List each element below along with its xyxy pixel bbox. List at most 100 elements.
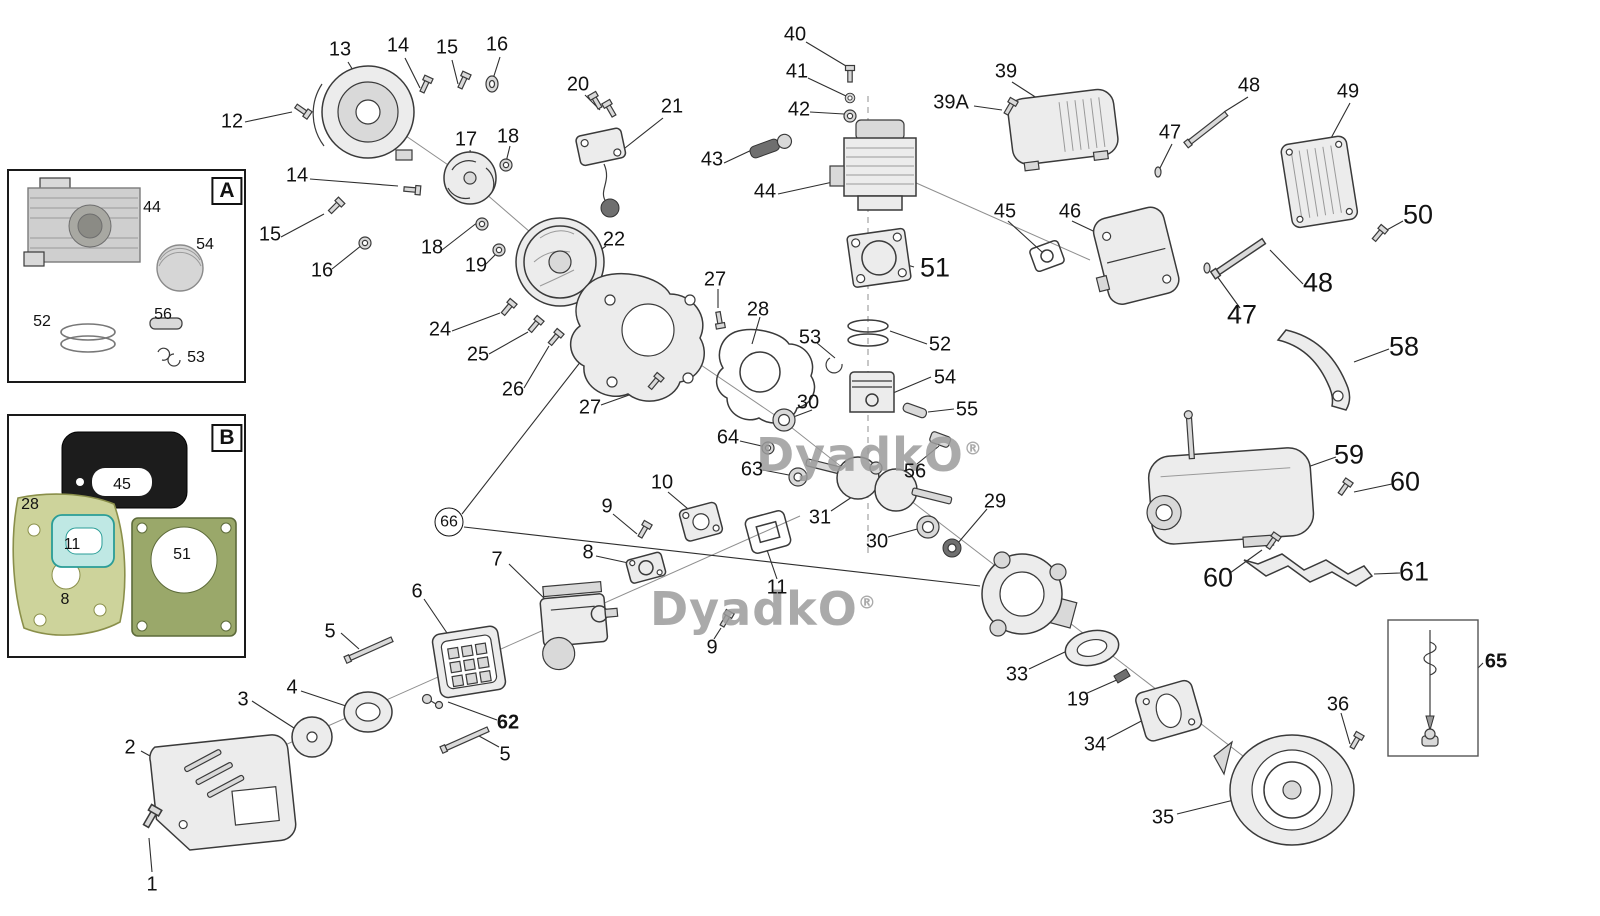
part-label-51: 51 <box>173 546 191 563</box>
part-label-64: 64 <box>716 426 740 449</box>
part-label-53: 53 <box>798 326 822 349</box>
part-label-35: 35 <box>1151 806 1175 829</box>
part-label-54: 54 <box>196 236 214 253</box>
part-label-36: 36 <box>1326 693 1350 716</box>
part-label-14: 14 <box>386 34 410 57</box>
part-label-54: 54 <box>933 366 957 389</box>
part-label-39: 39 <box>994 60 1018 83</box>
part-label-52: 52 <box>33 313 51 330</box>
clutch-housing-right <box>981 551 1078 637</box>
part-label-26: 26 <box>501 378 525 401</box>
bolt-12 <box>292 101 313 120</box>
part-label-8: 8 <box>60 591 70 608</box>
part-label-b: B <box>211 424 243 452</box>
washer-18-a <box>499 158 513 172</box>
part-label-50: 50 <box>1402 199 1434 230</box>
inset-box-b <box>7 414 246 658</box>
part-label-51: 51 <box>919 252 951 283</box>
part-label-58: 58 <box>1388 331 1420 362</box>
part-label-41: 41 <box>785 60 809 83</box>
part-label-16: 16 <box>485 33 509 56</box>
part-label-27: 27 <box>578 396 602 419</box>
part-label-a: A <box>211 177 243 205</box>
plate-disc-3 <box>291 716 333 758</box>
part-label-28: 28 <box>746 298 770 321</box>
head-gasket-51 <box>846 227 912 288</box>
part-label-52: 52 <box>928 333 952 356</box>
inset-box-a <box>7 169 246 383</box>
part-label-55: 55 <box>955 398 979 421</box>
part-label-18: 18 <box>496 125 520 148</box>
bearing-30-right <box>916 515 940 539</box>
part-label-28: 28 <box>21 496 39 513</box>
part-label-9: 9 <box>706 636 718 659</box>
part-label-56: 56 <box>154 306 172 323</box>
part-label-33: 33 <box>1005 663 1029 686</box>
part-label-1: 1 <box>146 873 158 896</box>
part-label-17: 17 <box>454 128 478 151</box>
part-label-20: 20 <box>566 73 590 96</box>
part-label-53: 53 <box>187 349 205 366</box>
bolt-27-a <box>712 310 726 330</box>
part-label-30: 30 <box>865 530 889 553</box>
part-label-44: 44 <box>143 199 161 216</box>
part-label-44: 44 <box>753 180 777 203</box>
part-label-2: 2 <box>124 736 136 759</box>
part-label-60: 60 <box>1389 466 1421 497</box>
needle-valve-65 <box>1387 619 1479 757</box>
screws-14-15-16-second <box>326 183 422 250</box>
part-label-15: 15 <box>435 36 459 59</box>
part-label-56: 56 <box>903 460 927 483</box>
seal-29 <box>942 538 962 558</box>
part-label-11: 11 <box>63 536 81 553</box>
part-label-4: 4 <box>286 676 298 699</box>
key-19 <box>1113 668 1131 684</box>
part-label-47: 47 <box>1158 121 1182 144</box>
part-label-12: 12 <box>220 110 244 133</box>
piston-54 <box>849 371 895 413</box>
part-label-62: 62 <box>496 711 520 734</box>
part-label-45: 45 <box>993 200 1017 223</box>
part-label-27: 27 <box>703 268 727 291</box>
part-label-3: 3 <box>237 688 249 711</box>
part-label-8: 8 <box>582 541 594 564</box>
part-label-61: 61 <box>1398 556 1430 587</box>
gasket-plate-33 <box>1064 629 1120 667</box>
screw-1 <box>140 803 163 830</box>
part-label-13: 13 <box>328 38 352 61</box>
part-label-48: 48 <box>1237 74 1261 97</box>
part-label-5: 5 <box>499 743 511 766</box>
piston-rings-52 <box>847 319 889 347</box>
part-label-6: 6 <box>411 580 423 603</box>
part-label-48: 48 <box>1302 267 1334 298</box>
piston-pin-55 <box>902 402 928 419</box>
part-label-34: 34 <box>1083 733 1107 756</box>
cylinder-cover-39 <box>1007 88 1119 172</box>
air-filter-6 <box>431 625 507 699</box>
part-label-18: 18 <box>420 236 444 259</box>
tank-guard-61 <box>1243 553 1374 587</box>
ignition-coil-21 <box>575 127 627 218</box>
choke-ring-4 <box>343 691 393 733</box>
part-label-65: 65 <box>1484 650 1508 673</box>
part-label-31: 31 <box>808 506 832 529</box>
fan-housing-13 <box>312 65 415 161</box>
watermark: DyadkO® <box>756 428 983 482</box>
part-label-29: 29 <box>983 490 1007 513</box>
spacer-11 <box>744 510 792 554</box>
spacer-19 <box>492 243 506 257</box>
part-label-5: 5 <box>324 620 336 643</box>
crankshaft-31 <box>805 456 953 512</box>
fuel-tank-59 <box>1146 410 1315 548</box>
insulator-10 <box>678 501 724 542</box>
starter-35 <box>1213 734 1355 846</box>
part-label-22: 22 <box>602 228 626 251</box>
needle-bearing-56 <box>929 431 952 448</box>
part-label-47: 47 <box>1226 299 1258 330</box>
cylinder-44 <box>829 119 917 211</box>
part-label-49: 49 <box>1336 80 1360 103</box>
part-label-15: 15 <box>258 223 282 246</box>
part-label-45: 45 <box>113 476 131 493</box>
